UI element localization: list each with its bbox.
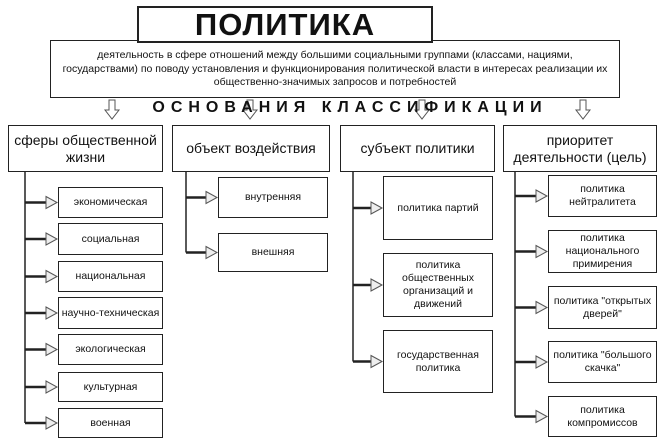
category-box: государственная политика bbox=[383, 330, 493, 393]
category-box: культурная bbox=[58, 372, 163, 402]
header-spheres: сферы общественной жизни bbox=[8, 125, 163, 172]
arrow-right-icon bbox=[45, 342, 59, 357]
down-arrow-icon bbox=[241, 99, 259, 120]
category-box: политика общественных организаций и движ… bbox=[383, 253, 493, 317]
category-box: экономическая bbox=[58, 187, 163, 218]
classification-basis-label: ОСНОВАНИЯ КЛАССИФИКАЦИИ bbox=[152, 99, 548, 116]
arrow-right-icon bbox=[535, 355, 549, 369]
arrow-right-icon bbox=[45, 306, 59, 320]
arrow-right-icon bbox=[370, 201, 384, 215]
category-box: политика "большого скачка" bbox=[548, 341, 657, 383]
arrow-right-icon bbox=[45, 232, 59, 246]
arrow-right-icon bbox=[370, 278, 384, 292]
arrow-right-icon bbox=[535, 300, 549, 315]
arrow-right-icon bbox=[45, 269, 59, 284]
category-box: экологическая bbox=[58, 334, 163, 365]
down-arrow-icon bbox=[103, 99, 121, 120]
arrow-right-icon bbox=[535, 189, 549, 203]
header-subject: субъект политики bbox=[340, 125, 495, 172]
arrow-right-icon bbox=[205, 245, 219, 260]
header-object: объект воздействия bbox=[172, 125, 330, 172]
diagram-title: ПОЛИТИКА bbox=[137, 6, 433, 43]
down-arrow-icon bbox=[413, 99, 431, 120]
header-priority: приоритет деятельности (цель) bbox=[503, 125, 657, 172]
arrow-right-icon bbox=[535, 244, 549, 259]
arrow-right-icon bbox=[45, 416, 59, 430]
arrow-right-icon bbox=[45, 380, 59, 394]
arrow-right-icon bbox=[535, 409, 549, 424]
category-box: военная bbox=[58, 408, 163, 438]
category-box: политика партий bbox=[383, 176, 493, 240]
category-box: научно-техническая bbox=[58, 297, 163, 329]
category-box: социальная bbox=[58, 223, 163, 255]
category-box: политика компромиссов bbox=[548, 396, 657, 437]
category-box: политика "открытых дверей" bbox=[548, 286, 657, 329]
category-box: политика нейтралитета bbox=[548, 175, 657, 217]
arrow-right-icon bbox=[45, 195, 59, 210]
category-box: национальная bbox=[58, 261, 163, 292]
arrow-right-icon bbox=[205, 190, 219, 205]
category-box: политика национального примирения bbox=[548, 230, 657, 273]
category-box: внешняя bbox=[218, 233, 328, 272]
category-box: внутренняя bbox=[218, 177, 328, 218]
down-arrow-icon bbox=[574, 99, 592, 120]
arrow-right-icon bbox=[370, 354, 384, 369]
definition-box: деятельность в сфере отношений между бол… bbox=[50, 40, 620, 98]
